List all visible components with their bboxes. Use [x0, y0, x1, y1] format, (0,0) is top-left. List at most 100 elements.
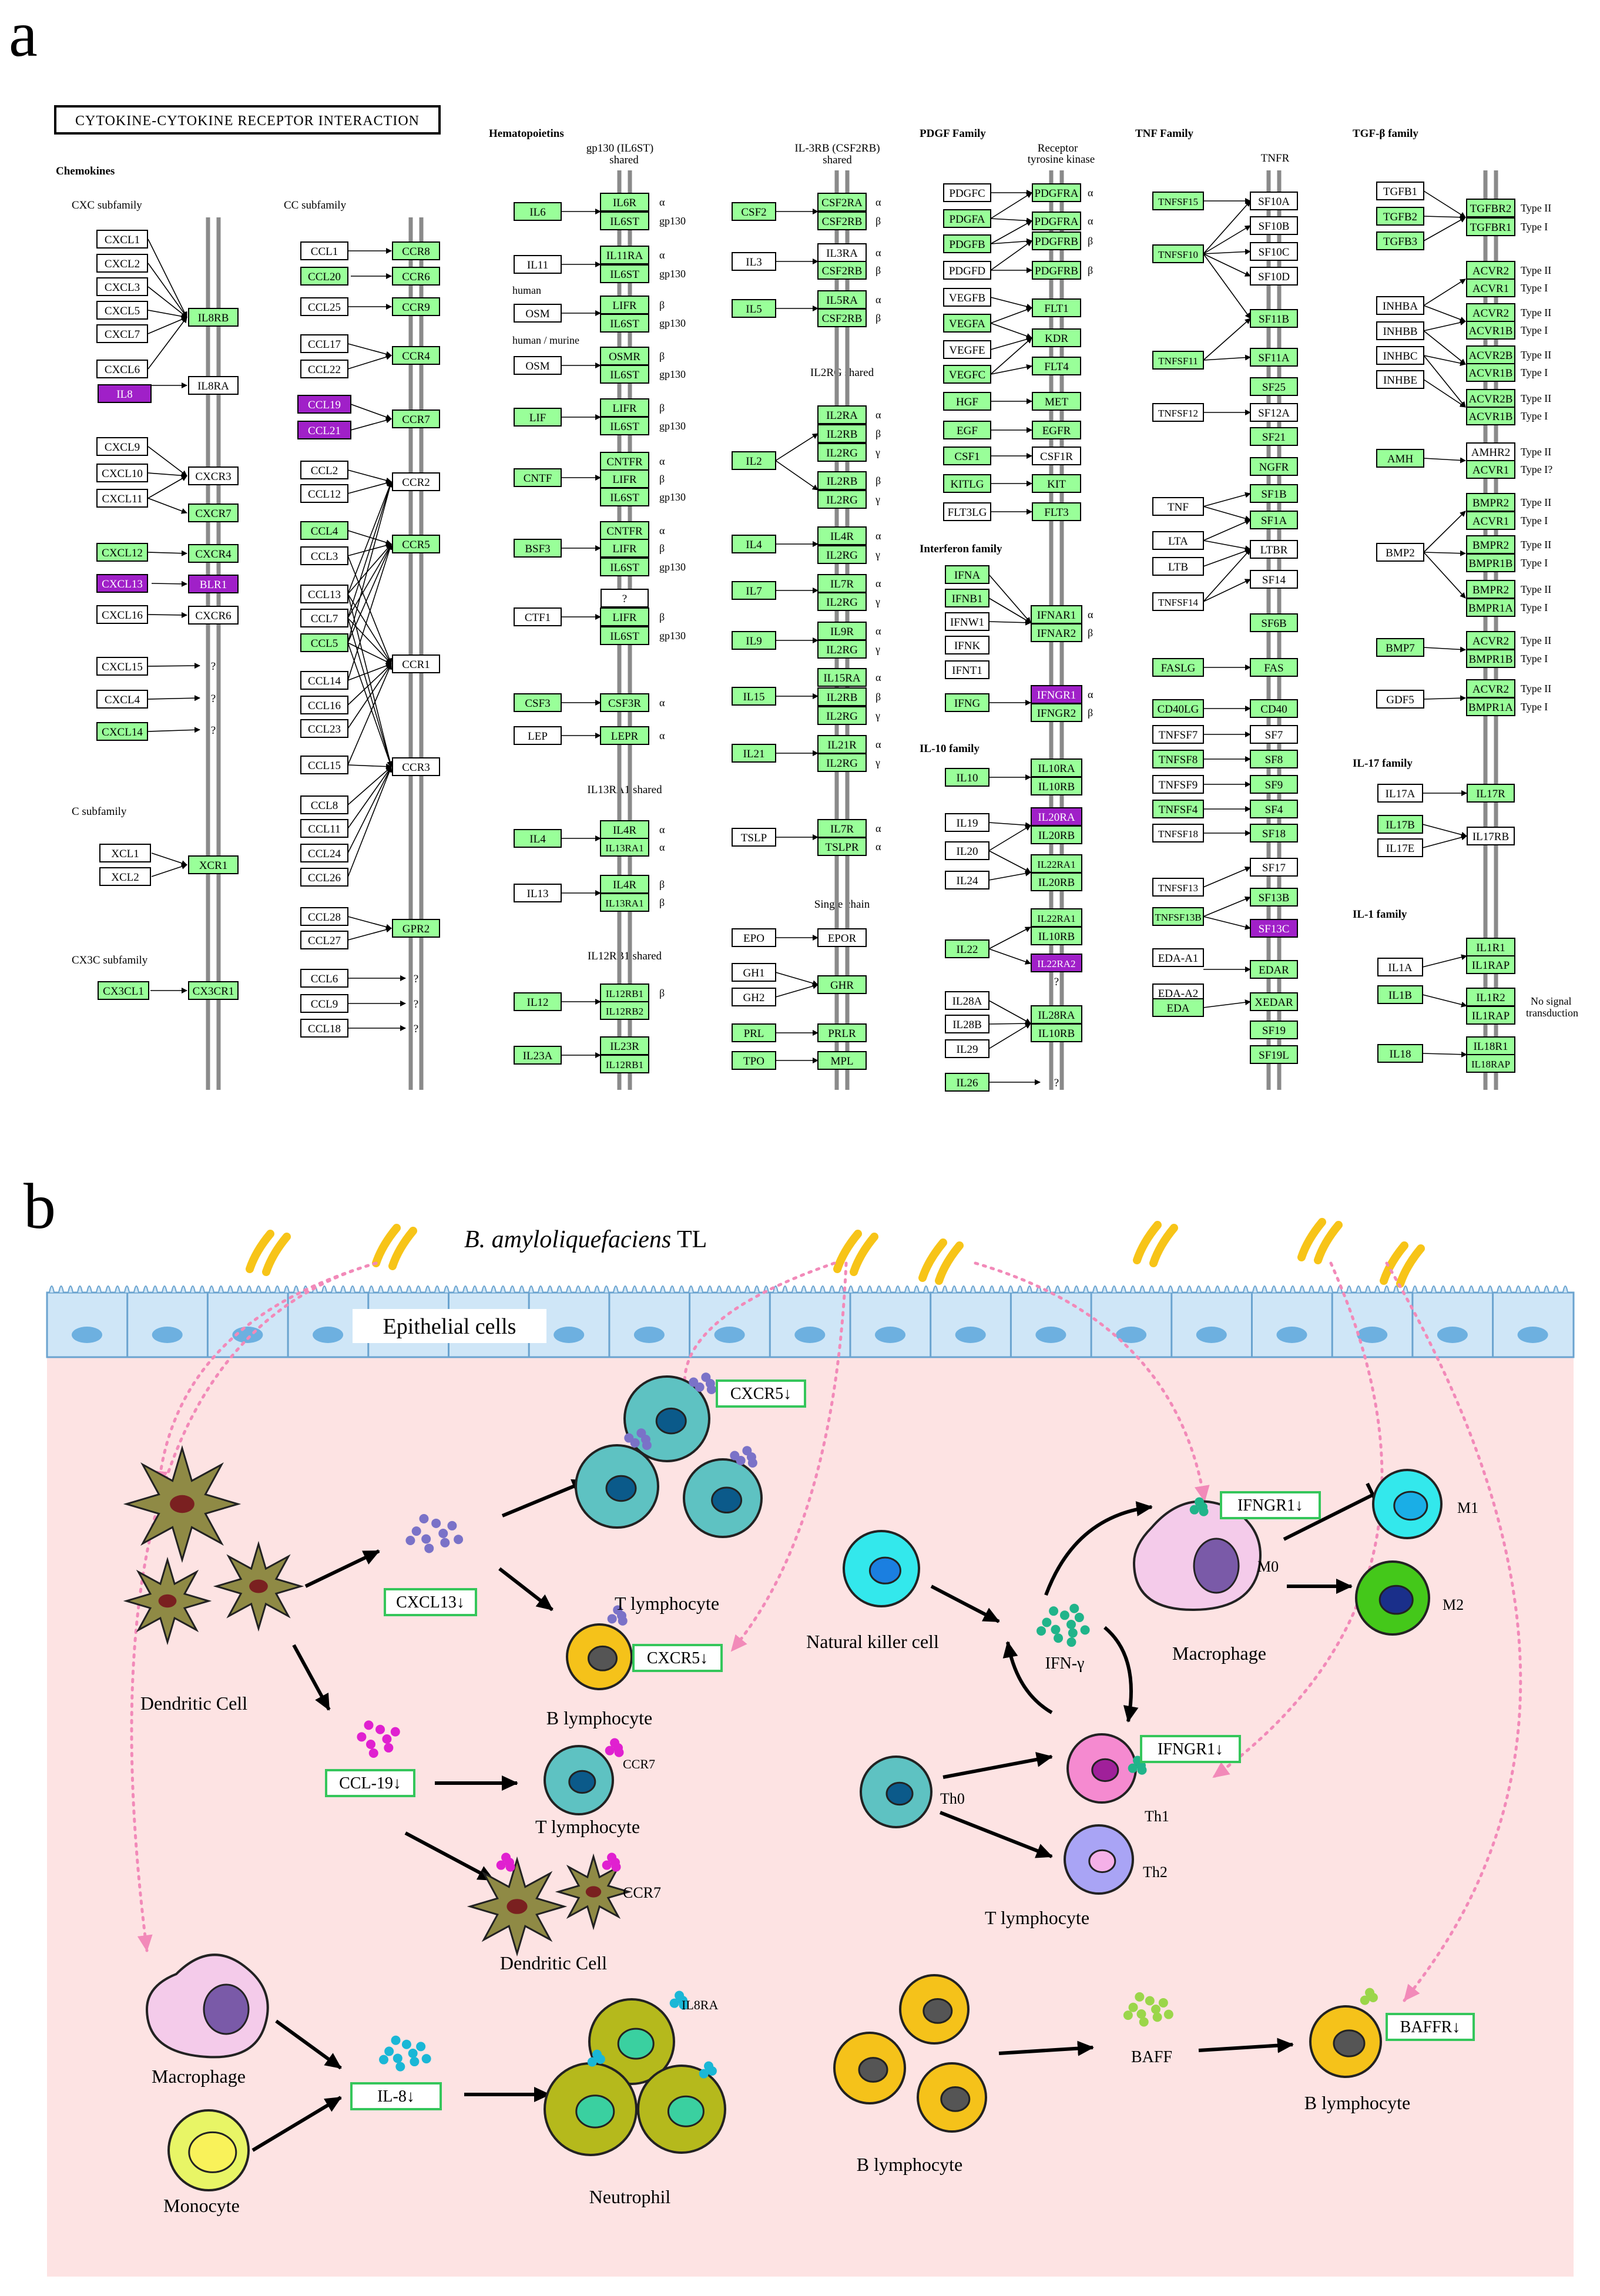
interaction-arrow — [1203, 866, 1251, 888]
ligand-label: IL12 — [527, 996, 549, 1009]
ligand-il20-2: IL20 — [945, 841, 989, 860]
black-flow-arrow — [1103, 1626, 1139, 1723]
interaction-arrow — [347, 763, 392, 770]
downregulated-box-label: CXCR5↓ — [647, 1649, 708, 1667]
receptor-box — [817, 837, 867, 856]
cytokine-dot — [405, 1536, 415, 1546]
receptor-label: IL22RA1 — [1037, 913, 1075, 924]
receptor-label: ACVR1 — [1472, 464, 1509, 476]
ligand-label: TNFSF7 — [1159, 729, 1198, 741]
interaction-arrow — [151, 580, 187, 587]
dendritic-nucleus — [507, 1899, 528, 1914]
pink-signal-arrow — [1385, 1261, 1522, 2002]
interaction-arrow — [347, 593, 392, 664]
receptor-cxcr3-2: CXCR3 — [188, 466, 239, 485]
receptor-label: IL5RA — [826, 294, 858, 307]
interaction-arrow — [1423, 320, 1466, 331]
receptor-label: SF6B — [1261, 617, 1286, 630]
ligand-cxcl4-14: CXCL4 — [96, 690, 148, 709]
receptor-label: IL6ST — [610, 492, 639, 504]
ligand-tnfsf11-2: TNFSF11 — [1152, 351, 1204, 370]
kegg-pathway-map: CXCL1CXCL2CXCL3CXCL5CXCL7CXCL6IL8CXCL9CX… — [96, 170, 1552, 1092]
cytokine-dot — [411, 1526, 421, 1536]
ligand-box — [1152, 403, 1204, 422]
cytokine-dot — [416, 2042, 426, 2052]
receptor-label: LTBR — [1260, 544, 1288, 556]
subunit-tag: β — [659, 987, 665, 999]
receptor-box — [817, 490, 867, 509]
receptor-il6st-15: IL6ST — [600, 558, 649, 576]
ligand-box — [943, 288, 991, 307]
receptor-box — [1032, 183, 1081, 202]
cell-label-baff: BAFF — [1131, 2048, 1172, 2066]
receptor-box — [600, 347, 649, 365]
cytokine-dot — [1059, 1610, 1069, 1620]
b-lymphocyte-baffr — [1309, 2005, 1382, 2078]
subunit-tag: β — [659, 611, 665, 623]
receptor-ccr1-7: CCR1 — [392, 654, 440, 673]
section-gp130a: gp130 (IL6ST) — [586, 142, 654, 155]
subunit-tag: Type II — [1521, 539, 1551, 550]
receptor-box — [600, 365, 649, 384]
ligand-label: IL21 — [743, 748, 765, 760]
ligand-label: XCL1 — [111, 848, 139, 860]
receptor-pdgfra-1: PDGFRA — [1032, 212, 1081, 230]
ligand-ccl13-11: CCL13 — [300, 585, 348, 603]
receptor-il6r-0: IL6R — [600, 193, 649, 212]
receptor-label: BMPR2 — [1472, 497, 1509, 509]
epithelial-nucleus — [875, 1327, 905, 1343]
subunit-tag: β — [659, 878, 665, 890]
ligand-label: CCL23 — [308, 723, 341, 736]
interaction-arrow — [147, 475, 187, 499]
receptor-label: IL13RA1 — [605, 842, 643, 854]
ligand-ifng-5: IFNG — [945, 693, 989, 712]
interaction-arrow — [1423, 278, 1466, 306]
ligand-box — [943, 340, 991, 359]
receptor-ccr8-0: CCR8 — [392, 241, 440, 260]
ligand-box — [96, 324, 148, 343]
cell-label-th1: Th1 — [1145, 1808, 1169, 1825]
receptor-ccr3-8: CCR3 — [392, 757, 440, 776]
subunit-tag: γ — [875, 447, 880, 458]
receptor-label: SF19L — [1259, 1049, 1289, 1062]
ligand-ccl25-2: CCL25 — [300, 297, 348, 316]
cytokine-dot — [365, 1739, 375, 1749]
ligand-cxcl15-13: CXCL15 — [96, 657, 148, 676]
ligand-label: IFNW1 — [950, 616, 984, 629]
receptor-box — [1250, 725, 1298, 744]
ligand-il23a-13: IL23A — [514, 1046, 562, 1065]
receptor-il2rg-10: IL2RG — [817, 490, 867, 509]
interaction-arrow — [988, 598, 1031, 623]
downregulated-box-ifngr1b: IFNGR1↓ — [1140, 1735, 1241, 1763]
interaction-arrow — [990, 220, 1032, 244]
ligand-label: GDF5 — [1386, 694, 1414, 706]
ligand-vegfa-5: VEGFA — [943, 314, 991, 333]
ligand-il9-6: IL9 — [732, 631, 776, 650]
receptor-label: BMPR1B — [1469, 653, 1513, 666]
ligand-box — [1152, 244, 1204, 263]
epithelial-nucleus — [554, 1327, 585, 1343]
receptor-label: TSLPR — [825, 841, 858, 854]
receptor-label: GHR — [830, 979, 854, 992]
microvilli — [49, 1285, 1568, 1293]
interaction-arrow — [147, 239, 187, 318]
ligand-box — [945, 693, 989, 712]
receptor-sf8-18: SF8 — [1250, 750, 1298, 768]
interaction-arrow — [347, 481, 393, 643]
cytokine-dot — [605, 1746, 615, 1755]
receptor-box — [817, 1051, 867, 1070]
ligand-label: IL7 — [746, 585, 762, 598]
ccr7-dots — [602, 1852, 621, 1872]
baffr-dots — [1360, 1988, 1378, 2005]
cytokine-dot — [1158, 1998, 1168, 2008]
cytokine-dot — [357, 1732, 367, 1742]
receptor-label: IL2RG — [826, 710, 858, 723]
interaction-arrow — [1423, 217, 1466, 241]
interaction-arrow — [990, 323, 1032, 339]
section-il2rg: IL2RG shared — [810, 367, 874, 379]
receptor-il18r1-4: IL18R1 — [1466, 1036, 1515, 1055]
receptor-box — [1250, 613, 1298, 632]
subunit-tag: α — [659, 697, 665, 709]
interaction-arrow — [347, 642, 392, 664]
